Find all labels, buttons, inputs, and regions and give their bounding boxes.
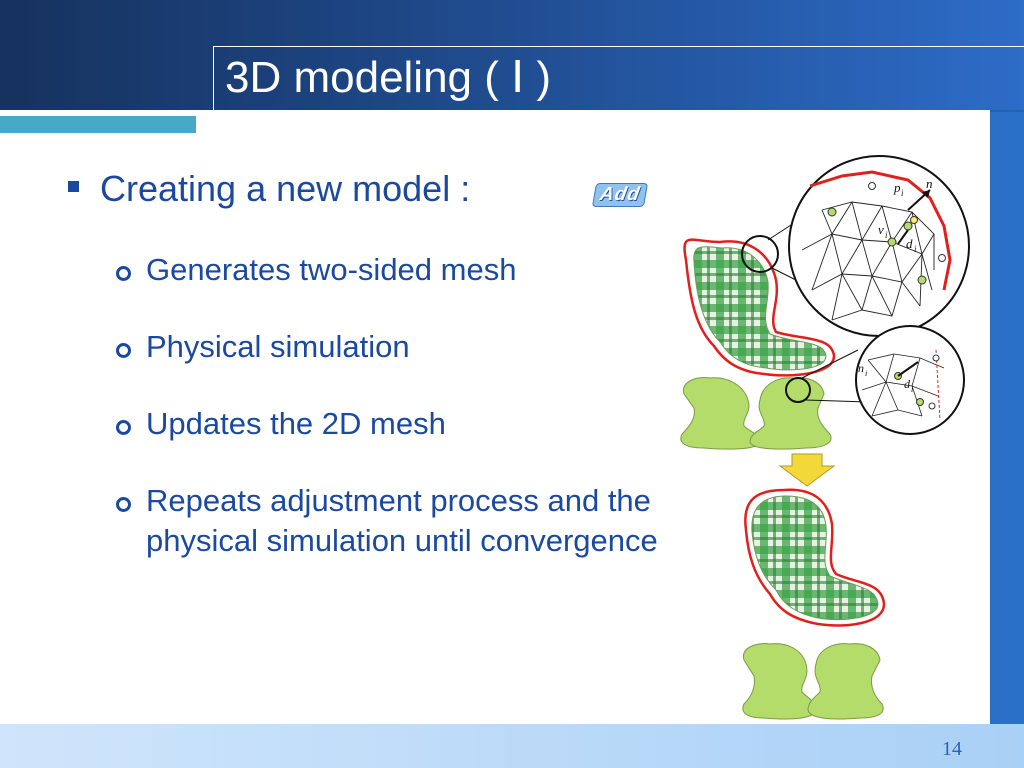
magnified-mesh-small: n i d i <box>855 325 965 435</box>
label-p-sub: i <box>901 188 904 198</box>
zoom-circle-bottom <box>785 377 811 403</box>
down-arrow-icon <box>778 453 836 487</box>
slide-title: 3D modeling ( Ⅰ ) <box>225 53 551 102</box>
plaid-model-top <box>683 238 836 377</box>
label-v-sub: i <box>885 230 888 240</box>
zoom-circle-top <box>741 235 779 273</box>
side-bar <box>990 112 1024 744</box>
flat-mesh-pair-bottom <box>742 643 884 720</box>
header-divider-horizontal <box>213 46 1024 47</box>
bullet-item: Physical simulation <box>146 329 410 364</box>
label-v: v <box>878 222 884 237</box>
circle-bullet-icon <box>116 343 131 358</box>
bullet-item: Repeats adjustment process and the physi… <box>146 483 658 558</box>
modeling-figure: p i n v i d i n i d i <box>680 155 970 720</box>
label-n-small-sub: i <box>865 369 867 378</box>
label-d: d <box>906 236 913 251</box>
label-n: n <box>926 176 933 191</box>
bullet-item: Updates the 2D mesh <box>146 406 446 441</box>
label-d-small: d <box>904 377 911 391</box>
heading-bullet: Creating a new model : <box>100 168 471 209</box>
circle-bullet-icon <box>116 497 131 512</box>
accent-bar <box>0 116 196 133</box>
plaid-model-bottom <box>744 488 886 627</box>
add-badge[interactable]: Add <box>591 183 649 207</box>
flat-mesh-pair-top <box>680 377 832 450</box>
circle-bullet-icon <box>116 266 131 281</box>
magnified-mesh-large: p i n v i d i <box>788 155 970 337</box>
label-p: p <box>893 180 901 195</box>
header-band <box>0 0 1024 110</box>
bullet-item: Generates two-sided mesh <box>146 252 517 287</box>
label-d-small-sub: i <box>911 385 913 394</box>
label-n-small: n <box>858 361 864 375</box>
circle-bullet-icon <box>116 420 131 435</box>
header-divider-vertical <box>213 46 214 110</box>
footer-band <box>0 724 1024 768</box>
page-number: 14 <box>942 738 962 760</box>
label-d-sub: i <box>914 244 917 254</box>
square-bullet-icon <box>68 181 79 192</box>
